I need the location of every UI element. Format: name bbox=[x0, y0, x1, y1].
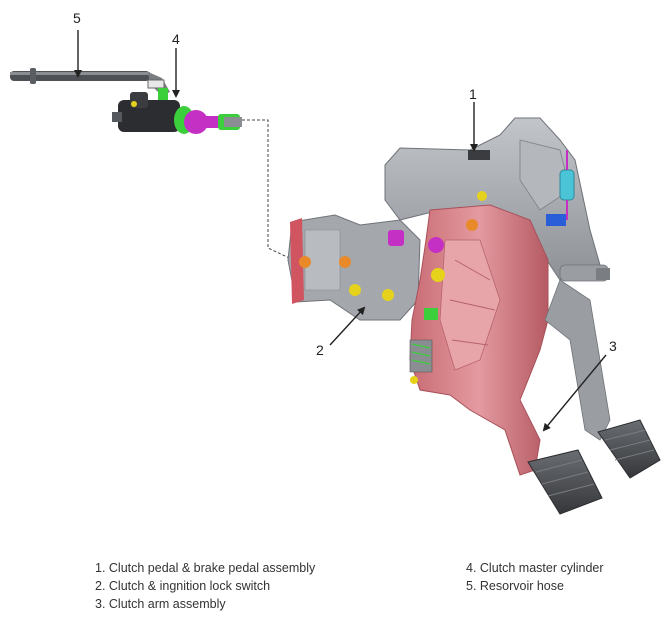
pedal-bracket-housing bbox=[287, 117, 610, 321]
legend-item-1: 1. Clutch pedal & brake pedal assembly bbox=[95, 561, 316, 575]
legend-right: 4. Clutch master cylinder 5. Resorvoir h… bbox=[466, 559, 604, 595]
legend-item-2: 2. Clutch & ingnition lock switch bbox=[95, 579, 271, 593]
callout-arrows bbox=[74, 30, 607, 432]
clutch-pedal-pad bbox=[527, 449, 603, 515]
callout-1: 1 bbox=[469, 86, 477, 102]
legend-item-5: 5. Resorvoir hose bbox=[466, 579, 564, 593]
legend-item-4: 4. Clutch master cylinder bbox=[466, 561, 604, 575]
callout-5: 5 bbox=[73, 10, 81, 26]
brake-pedal bbox=[544, 279, 661, 479]
clutch-arm bbox=[409, 191, 549, 476]
legend-item-3: 3. Clutch arm assembly bbox=[95, 597, 226, 611]
pedal-assembly-illustration bbox=[10, 30, 661, 515]
clutch-ignition-lock-switch bbox=[299, 230, 445, 384]
legend-left: 1. Clutch pedal & brake pedal assembly 2… bbox=[95, 559, 315, 613]
reservoir-hose bbox=[10, 68, 170, 96]
callout-2: 2 bbox=[316, 342, 324, 358]
callout-3: 3 bbox=[609, 338, 617, 354]
callout-4: 4 bbox=[172, 31, 180, 47]
clutch-master-cylinder bbox=[112, 88, 242, 134]
